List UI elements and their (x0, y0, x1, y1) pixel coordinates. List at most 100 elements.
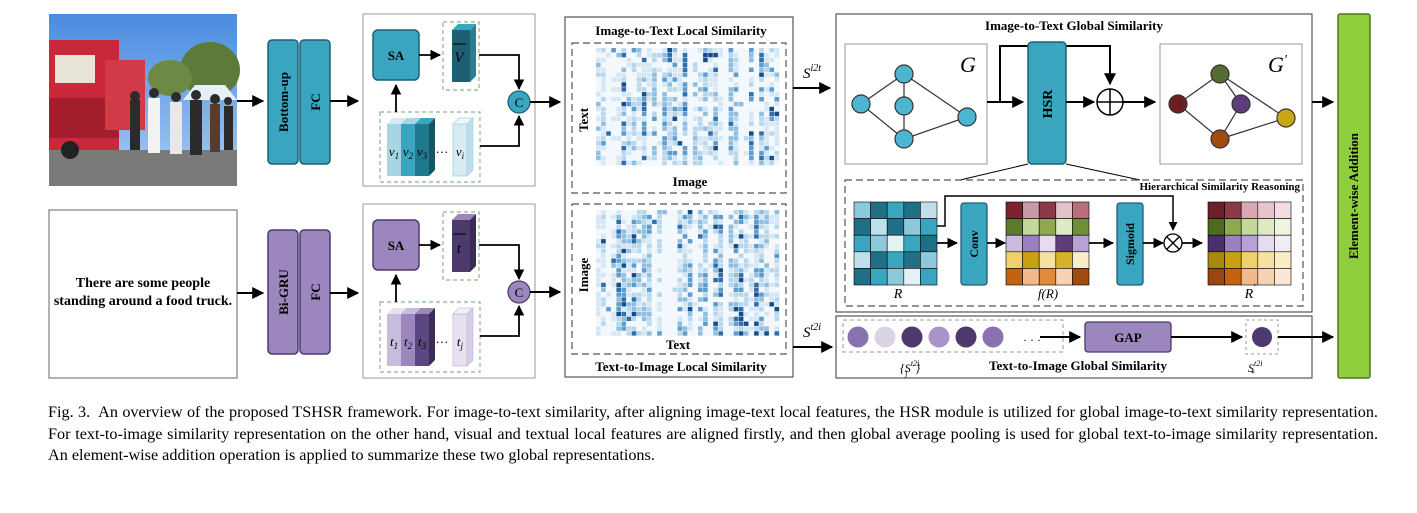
heatmap-cell (728, 224, 734, 229)
heatmap-cell (754, 316, 759, 322)
heatmap-cell (611, 273, 616, 278)
heatmap-cell (764, 263, 769, 268)
heatmap-cell (641, 97, 647, 102)
heatmap-cell (647, 155, 652, 161)
heatmap-cell (728, 126, 734, 131)
heatmap-cell (636, 302, 642, 307)
heatmap-cell (636, 243, 642, 249)
heatmap-cell (703, 52, 708, 58)
heatmap-cell (647, 331, 652, 336)
heatmap-cell (733, 243, 739, 249)
heatmap-cell (657, 141, 662, 146)
heatmap-cell (774, 248, 780, 254)
heatmap-cell (606, 131, 611, 136)
heatmap-cell (764, 224, 769, 229)
heatmap-cell (718, 121, 723, 126)
heatmap-cell (733, 282, 739, 288)
heatmap-cell (682, 253, 688, 258)
heatmap-cell (764, 87, 769, 92)
heatmap-cell (713, 150, 718, 156)
pooled-t-label: t (457, 241, 462, 257)
heatmap-cell (616, 72, 621, 77)
heatmap-cell (682, 57, 688, 63)
s-star-label: St2i* (1248, 359, 1262, 378)
heatmap-cell (636, 214, 642, 220)
heatmap-cell (657, 101, 662, 107)
heatmap-cell (606, 307, 611, 312)
heatmap-cell (692, 62, 698, 68)
heatmap-cell (713, 273, 718, 278)
heatmap-cell (621, 146, 627, 151)
heatmap-cell (728, 263, 734, 268)
heatmap-cell (596, 273, 601, 278)
heatmap-cell (764, 136, 769, 141)
svg-text:t2: t2 (404, 334, 413, 351)
heatmap-cell (596, 214, 601, 220)
heatmap-cell (647, 214, 652, 220)
heatmap-cell (713, 229, 718, 234)
heatmap-cell (698, 331, 703, 336)
heatmap-cell (759, 321, 764, 326)
heatmap-cell (611, 48, 616, 53)
matrix-cell (1274, 218, 1292, 236)
heatmap-cell (718, 253, 723, 258)
heatmap-cell (626, 131, 632, 136)
heatmap-cell (703, 311, 708, 317)
matrix-rprime-label: R' (1244, 283, 1257, 302)
heatmap-cell (682, 273, 688, 278)
heatmap-cell (636, 210, 642, 215)
heatmap-cell (657, 277, 662, 283)
heatmap-cell (703, 141, 708, 146)
heatmap-cell (749, 48, 754, 53)
heatmap-cell (616, 234, 621, 239)
heatmap-cell (626, 146, 632, 151)
heatmap-cell (682, 302, 688, 307)
heatmap-cell (713, 48, 718, 53)
heatmap-cell (754, 292, 759, 297)
heatmap-cell (601, 67, 606, 72)
svg-text:v2: v2 (403, 144, 414, 161)
heatmap-cell (759, 67, 764, 72)
matrix-cell (1257, 218, 1275, 236)
heatmap-cell (662, 160, 667, 166)
heatmap-cell (631, 111, 637, 117)
svg-text:Sigmoid: Sigmoid (1123, 223, 1137, 265)
heatmap-cell (749, 131, 754, 136)
heatmap-cell (677, 214, 683, 220)
matrix-cell (1022, 251, 1040, 269)
heatmap-cell (759, 52, 764, 58)
heatmap-cell (677, 239, 683, 244)
heatmap-cell (677, 72, 683, 77)
heatmap-cell (713, 126, 718, 131)
matrix-cell (886, 234, 905, 253)
heatmap-cell (774, 273, 780, 278)
heatmap-cell (596, 126, 601, 131)
heatmap-cell (713, 106, 718, 112)
heatmap-cell (733, 101, 739, 107)
svg-text:HSR: HSR (1041, 89, 1056, 119)
heatmap-cell (596, 146, 601, 151)
heatmap-cell (611, 253, 616, 258)
heatmap-cell (616, 316, 621, 322)
heatmap-cell (749, 307, 754, 312)
heatmap-cell (728, 316, 734, 322)
heatmap-cell (672, 57, 678, 63)
matrix-cell (886, 268, 905, 286)
heatmap-cell (774, 326, 780, 331)
heatmap-cell (641, 210, 647, 215)
heatmap-cell (733, 72, 739, 77)
heatmap-cell (769, 48, 774, 53)
heatmap-cell (636, 131, 642, 136)
heatmap-cell (631, 258, 637, 263)
heatmap-cell (713, 87, 718, 92)
heatmap-cell (621, 326, 627, 331)
heatmap-cell (703, 150, 708, 156)
heatmap-cell (759, 277, 764, 283)
matrix-cell (1257, 251, 1275, 269)
heatmap-cell (616, 116, 621, 121)
matrix-cell (853, 268, 871, 286)
heatmap-cell (749, 57, 754, 63)
local-similarity-vectors (847, 326, 1004, 348)
matrix-cell (1005, 234, 1023, 253)
heatmap-cell (616, 214, 621, 220)
